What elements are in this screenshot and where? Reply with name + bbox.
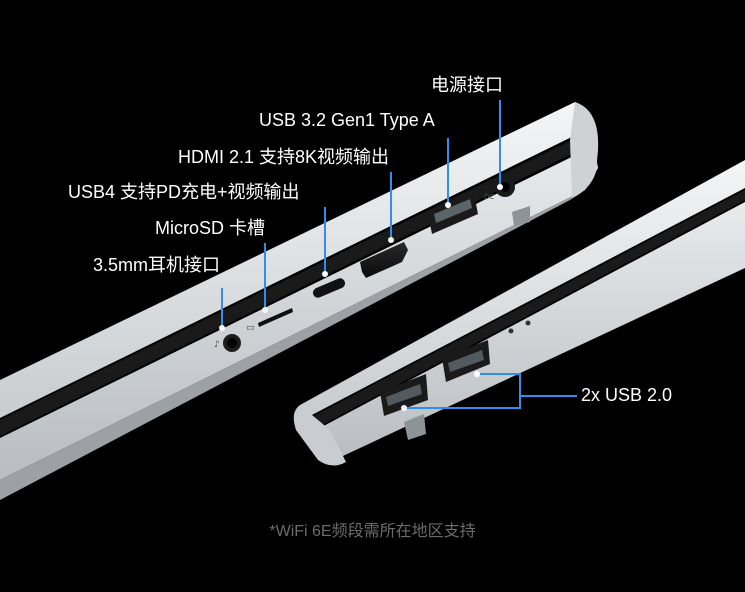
callout-lines	[221, 100, 577, 409]
svg-text:♪: ♪	[214, 340, 220, 350]
hdmi-port	[360, 242, 408, 278]
left-laptop: ♪ ▭ DC	[0, 102, 599, 500]
usb-a-label: USB 3.2 Gen1 Type A	[259, 110, 435, 130]
svg-text:DC: DC	[484, 193, 494, 201]
audio-jack-port	[223, 334, 241, 352]
usb4-port	[312, 278, 346, 298]
usb2-port-1	[380, 374, 428, 416]
power-port-label: 电源接口	[431, 75, 503, 95]
microsd-slot	[258, 308, 293, 327]
wifi-footnote: *WiFi 6E频段需所在地区支持	[269, 523, 476, 540]
usb4-label: USB4 支持PD充电+视频输出	[68, 182, 300, 202]
microsd-label: MicroSD 卡槽	[155, 218, 266, 238]
svg-text:▭: ▭	[246, 323, 255, 333]
usb-a-port	[428, 194, 478, 234]
audio-jack-label: 3.5mm耳机接口	[93, 255, 221, 275]
callout-dots	[219, 184, 503, 411]
usb2-port-2	[442, 340, 490, 382]
usb2-label: 2x USB 2.0	[581, 385, 673, 405]
hdmi-label: HDMI 2.1 支持8K视频输出	[178, 147, 390, 167]
right-laptop	[293, 160, 745, 466]
